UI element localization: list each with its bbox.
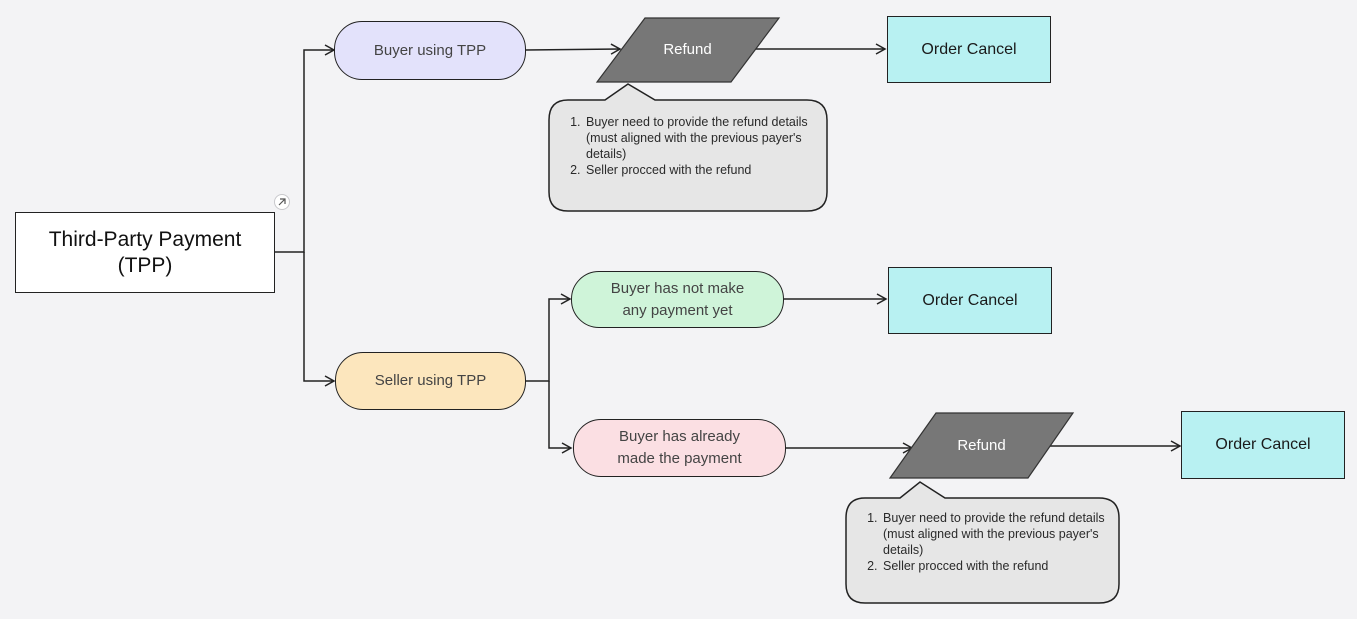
connector-root-seller (303, 252, 336, 387)
refund-shape-bottom[interactable] (888, 412, 1075, 479)
order-cancel-bottom-label: Order Cancel (1215, 436, 1311, 453)
connector-seller-paid (548, 381, 573, 454)
connector-seller-nopay (526, 293, 572, 382)
buyer-using-tpp-label: Buyer using TPP (373, 41, 487, 59)
seller-using-tpp-label: Seller using TPP (374, 372, 487, 389)
order-cancel-top-label: Order Cancel (921, 40, 1017, 58)
buyer-no-payment-line1: Buyer has not make (610, 279, 745, 297)
refund-shape-top[interactable] (595, 17, 781, 83)
root-node-tpp[interactable]: Third-Party Payment (TPP) (15, 212, 275, 293)
order-cancel-bottom[interactable]: Order Cancel (1181, 411, 1345, 479)
note-bottom-item-2: Seller procced with the refund (881, 558, 1131, 574)
buyer-no-payment-line2: any payment yet (622, 301, 733, 319)
buyer-paid-line2: made the payment (617, 450, 742, 467)
note-bottom-item-1: Buyer need to provide the refund details… (881, 510, 1131, 558)
note-callout-bottom (845, 481, 1120, 604)
refund-label-bottom: Refund (957, 436, 1006, 454)
buyer-using-tpp-node[interactable]: Buyer using TPP (334, 21, 526, 80)
refund-label-top: Refund (663, 40, 712, 58)
buyer-paid-node[interactable]: Buyer has already made the payment (573, 419, 786, 477)
connector-buyer-refund (525, 43, 622, 55)
root-title-line1: Third-Party Payment (48, 227, 242, 251)
note-top-item-2: Seller procced with the refund (584, 162, 839, 178)
note-top-item-1: Buyer need to provide the refund details… (584, 114, 839, 162)
ai-sparkle-icon[interactable] (274, 194, 290, 210)
order-cancel-middle[interactable]: Order Cancel (888, 267, 1052, 334)
order-cancel-top[interactable]: Order Cancel (887, 16, 1051, 83)
note-list-bottom: Buyer need to provide the refund details… (853, 510, 1131, 574)
buyer-no-payment-node[interactable]: Buyer has not make any payment yet (571, 271, 784, 328)
root-title-line2: (TPP) (117, 253, 173, 277)
connector-root-buyer (275, 44, 336, 253)
order-cancel-middle-label: Order Cancel (922, 291, 1018, 309)
note-list-top: Buyer need to provide the refund details… (556, 114, 839, 178)
note-callout-top (548, 83, 828, 212)
seller-using-tpp-node[interactable]: Seller using TPP (335, 352, 526, 410)
buyer-paid-line1: Buyer has already (619, 428, 740, 445)
